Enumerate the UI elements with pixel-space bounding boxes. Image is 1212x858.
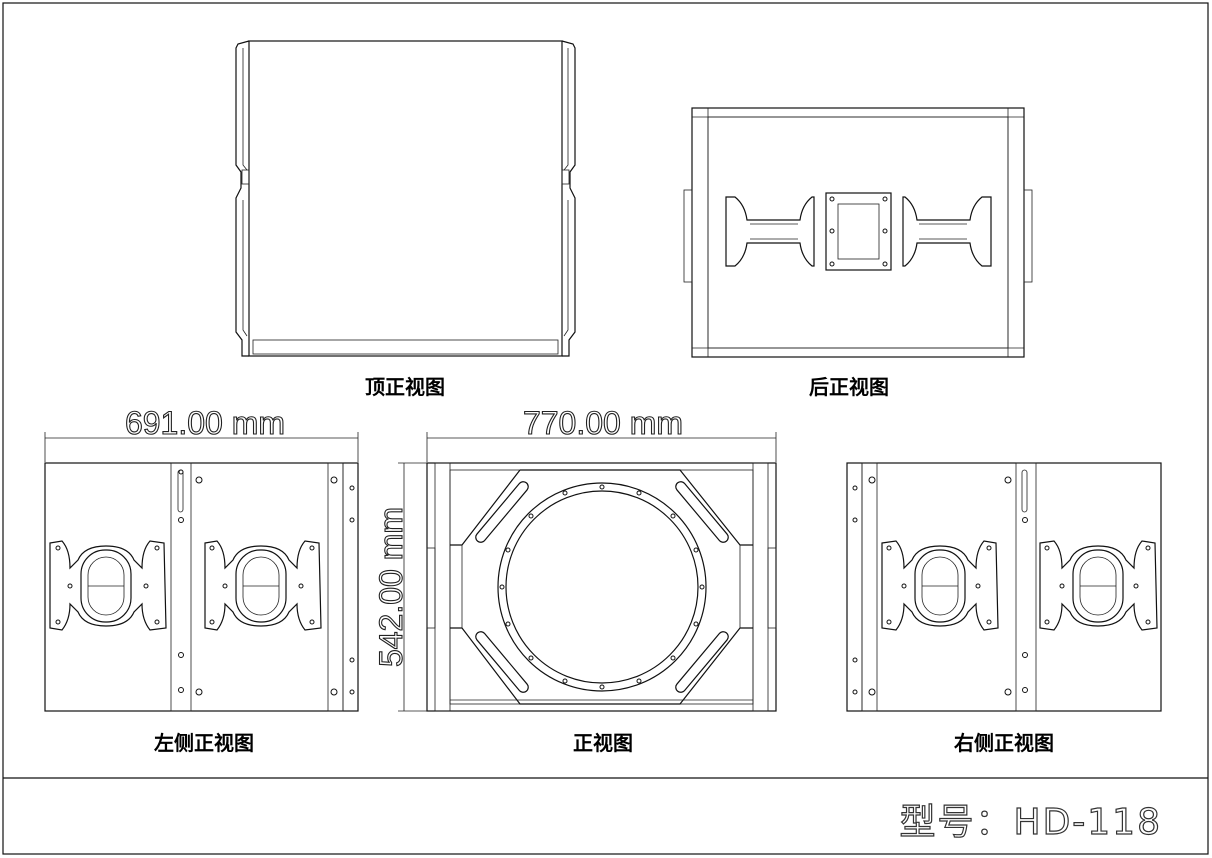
top-view: 顶正视图: [235, 40, 576, 399]
right-view-caption: 右侧正视图: [954, 731, 1054, 755]
model-label: 型号：HD-118: [900, 802, 1163, 843]
height-dimension: 542.00 mm: [373, 507, 409, 667]
back-view-caption: 后正视图: [809, 375, 889, 399]
width-dimension: 770.00 mm: [523, 405, 683, 441]
left-view-caption: 左侧正视图: [154, 731, 254, 755]
left-side-view: 691.00 mm 左侧正视图: [44, 404, 359, 755]
front-view-caption: 正视图: [573, 731, 633, 755]
top-view-caption: 顶正视图: [365, 375, 445, 399]
right-side-view: 右侧正视图: [846, 462, 1162, 755]
front-view: 770.00 mm 542.00 mm: [372, 404, 777, 755]
back-view: 后正视图: [683, 107, 1033, 399]
depth-dimension: 691.00 mm: [125, 405, 285, 441]
